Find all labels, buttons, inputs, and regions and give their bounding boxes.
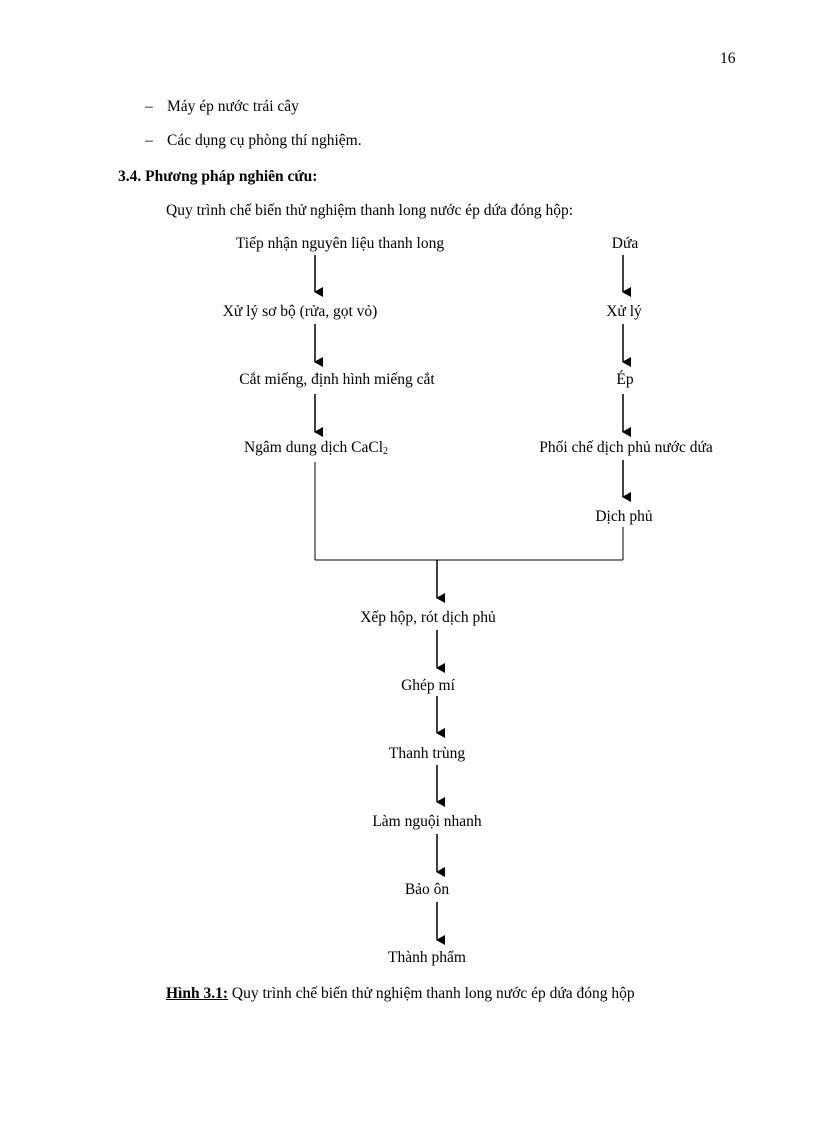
step-soak-cacl2: Ngâm dung dịch CaCl2 — [244, 439, 388, 457]
bullet-text: Các dụng cụ phòng thí nghiệm. — [167, 132, 362, 149]
step-mix-syrup: Phối chế dịch phủ nước dứa — [539, 439, 713, 456]
caption-text: Quy trình chế biến thử nghiệm thanh long… — [228, 985, 635, 1002]
step-process: Xử lý — [606, 303, 642, 320]
step-preliminary-processing: Xử lý sơ bộ (rửa, gọt vỏ) — [222, 303, 378, 320]
step-syrup: Dịch phủ — [595, 508, 653, 525]
step-receive-dragon-fruit: Tiếp nhận nguyên liệu thanh long — [235, 235, 445, 252]
step-cut-pieces: Cắt miếng, định hình miếng cắt — [239, 371, 435, 388]
cacl2-subscript: 2 — [383, 446, 389, 457]
step-soak-cacl2-text: Ngâm dung dịch CaCl — [243, 439, 384, 456]
step-finished-product: Thành phẩm — [388, 949, 466, 966]
step-pineapple: Dứa — [611, 235, 639, 252]
caption-label: Hình 3.1: — [166, 985, 229, 1002]
step-rapid-cooling: Làm nguội nhanh — [372, 813, 482, 830]
list-item: –Các dụng cụ phòng thí nghiệm. — [145, 132, 362, 150]
step-sterilization: Thanh trùng — [388, 745, 466, 762]
intro-paragraph: Quy trình chế biến thử nghiệm thanh long… — [166, 202, 574, 219]
bullet-dash: – — [145, 98, 153, 115]
list-item: –Máy ép nước trái cây — [145, 98, 299, 116]
step-storage: Bảo ôn — [404, 881, 450, 898]
figure-caption: Hình 3.1: Quy trình chế biến thử nghiệm … — [166, 985, 635, 1003]
step-seaming: Ghép mí — [401, 677, 455, 694]
step-press: Ép — [616, 371, 634, 388]
step-canning-fill: Xếp hộp, rót dịch phủ — [360, 609, 496, 626]
bullet-dash: – — [145, 132, 153, 149]
page-number: 16 — [720, 50, 736, 67]
bullet-text: Máy ép nước trái cây — [167, 98, 299, 115]
section-heading: 3.4. Phương pháp nghiên cứu: — [118, 168, 318, 185]
